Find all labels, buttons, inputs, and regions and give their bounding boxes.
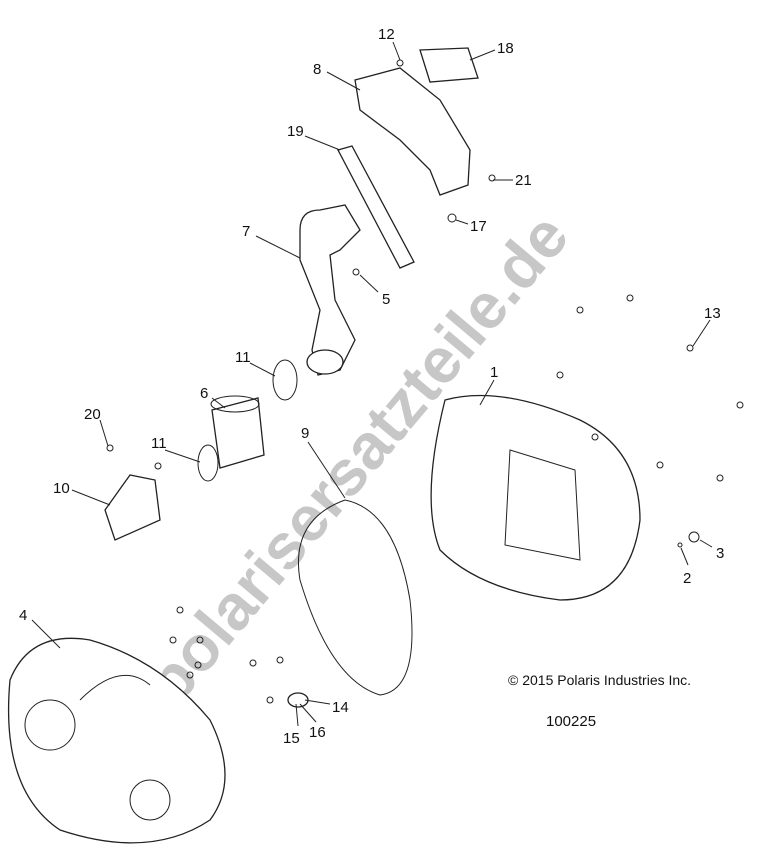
part-drive-belt-9 xyxy=(298,499,413,696)
callout-8: 8 xyxy=(313,61,321,78)
diagram-id: 100225 xyxy=(546,713,596,730)
callout-3: 3 xyxy=(716,545,724,562)
callout-6: 6 xyxy=(200,385,208,402)
part-duct-10 xyxy=(104,474,161,541)
callout-19: 19 xyxy=(287,123,304,140)
part-outlet-duct-8 xyxy=(354,67,471,196)
callout-7: 7 xyxy=(242,223,250,240)
callout-5: 5 xyxy=(382,291,390,308)
callout-9: 9 xyxy=(301,425,309,442)
callout-1: 1 xyxy=(490,364,498,381)
part-intake-duct-7 xyxy=(299,204,361,376)
leader-lines xyxy=(31,41,713,727)
callout-15: 15 xyxy=(283,730,300,747)
callout-17: 17 xyxy=(470,218,487,235)
callout-13: 13 xyxy=(704,305,721,322)
callout-16: 16 xyxy=(309,724,326,741)
fasteners xyxy=(106,59,744,704)
copyright-notice: © 2015 Polaris Industries Inc. xyxy=(508,672,691,688)
part-coupler-6 xyxy=(211,397,265,469)
callout-2: 2 xyxy=(683,570,691,587)
callout-4: 4 xyxy=(19,607,27,624)
callout-21: 21 xyxy=(515,172,532,189)
part-clamp-11-lower xyxy=(197,444,219,482)
part-inner-clutch-cover-1 xyxy=(430,394,641,601)
callout-20: 20 xyxy=(84,406,101,423)
part-clamp-11-upper xyxy=(272,359,298,401)
part-duct-7-end xyxy=(306,349,344,375)
callout-18: 18 xyxy=(497,40,514,57)
callout-11-upper: 11 xyxy=(235,349,251,366)
callout-12: 12 xyxy=(378,26,395,43)
part-outer-clutch-cover-4 xyxy=(7,637,226,844)
callout-14: 14 xyxy=(332,699,349,716)
part-foam-18 xyxy=(419,47,479,83)
callout-11-lower: 11 xyxy=(151,435,167,452)
callout-10: 10 xyxy=(53,480,70,497)
part-seal-19 xyxy=(337,145,415,269)
